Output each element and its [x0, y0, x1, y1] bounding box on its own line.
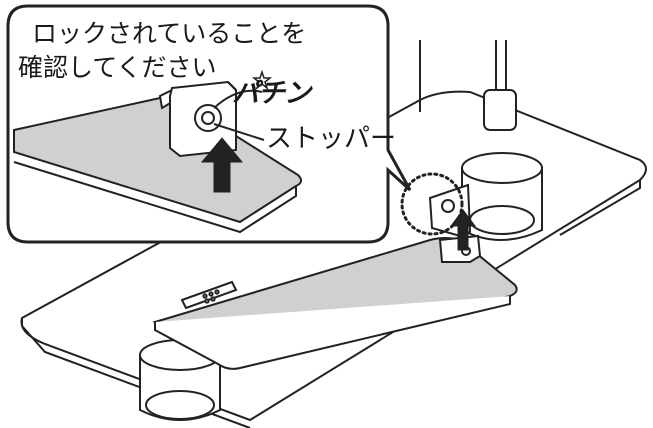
- click-sound-label: パチン: [232, 78, 311, 109]
- click-arc: [213, 89, 263, 109]
- stopper-leader-line: [213, 123, 265, 141]
- instruction-line-2: 確認してください: [18, 53, 217, 82]
- stopper-bracket-zoom: [158, 80, 237, 158]
- stopper-label: ストッパー: [266, 124, 397, 154]
- focus-circle: [400, 172, 464, 236]
- socket-right: [461, 152, 543, 241]
- instruction-line-1: ロックされていることを: [32, 19, 307, 48]
- pole: [419, 40, 517, 131]
- sparkle-star-icon: [251, 69, 273, 91]
- up-arrow-large-icon: [200, 137, 244, 193]
- keyboard-tray: [152, 237, 518, 370]
- tray-rail: [180, 280, 238, 310]
